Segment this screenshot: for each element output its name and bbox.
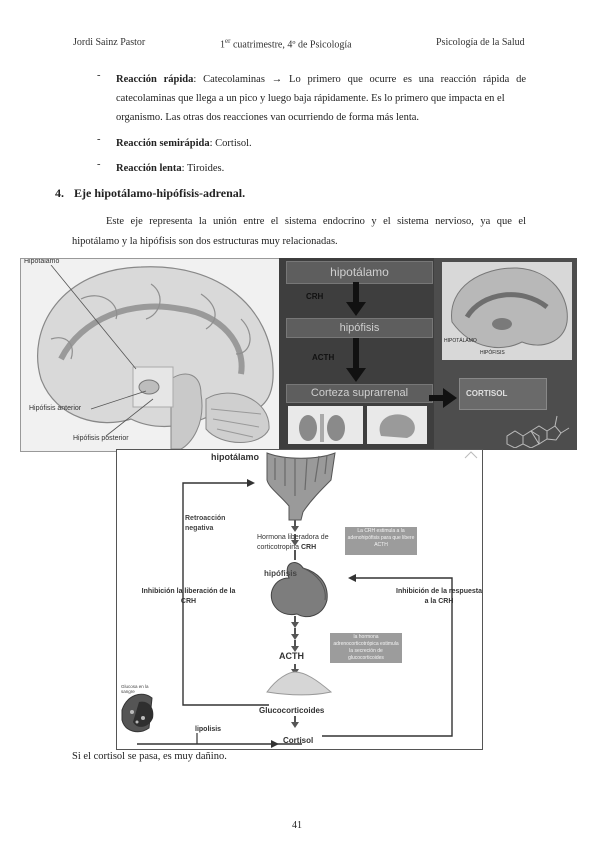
label-crh: CRH xyxy=(306,292,324,301)
brain-illustration xyxy=(21,259,279,451)
inset-label-hipotalamo: HIPOTÁLAMO xyxy=(444,338,477,344)
page-number: 41 xyxy=(292,820,302,831)
figure-brain-sagittal: Hipotálamo Hipófisis anterior Hipófisis … xyxy=(20,258,280,452)
fb-label-acth: ACTH xyxy=(279,651,304,661)
arrow-down-icon xyxy=(346,338,366,382)
bullet-reaccion-semirapida: Reacción semirápida: Cortisol. xyxy=(116,138,252,149)
cortisol-molecule-icon xyxy=(501,408,573,449)
feedback-lines xyxy=(121,451,478,748)
brain-inset: HIPOTÁLAMO HIPÓFISIS xyxy=(442,262,572,360)
kidney-illustration xyxy=(288,406,363,444)
fb-note-crh: La CRH estimula a la adenohipófisis para… xyxy=(345,527,417,555)
label-hipofisis-posterior: Hipófisis posterior xyxy=(73,435,129,442)
fb-label-glucocorticoides: Glucocorticoides xyxy=(259,706,325,715)
bullet-reaccion-rapida-line3: organismo. Las otras dos reacciones van … xyxy=(116,112,420,123)
fb-label-lipolisis: lipolisis xyxy=(195,726,222,733)
label-hipofisis-anterior: Hipófisis anterior xyxy=(29,405,82,412)
fb-label-hipofisis: hipófisis xyxy=(264,569,297,578)
section-heading: 4.Eje hipotálamo-hipófisis-adrenal. xyxy=(55,186,246,200)
bullet-dash: - xyxy=(97,70,101,81)
bullet-reaccion-lenta: Reacción lenta: Tiroides. xyxy=(116,163,225,174)
fb-label-retroaccion: Retroacción negativa xyxy=(185,515,226,532)
inset-label-hipofisis: HIPÓFISIS xyxy=(480,350,505,356)
fb-label-inhibicion-respuesta: Inhibición de la respuesta a la CRH xyxy=(396,588,482,605)
footer-text: Si el cortisol se pasa, es muy dañino. xyxy=(72,751,227,762)
box-cortisol: CORTISOL xyxy=(459,378,547,410)
header-author: Jordi Sainz Pastor xyxy=(73,37,146,48)
bullet-dash: - xyxy=(97,134,101,145)
fb-label-inhibicion-crh: Inhibición la liberación de la CRH xyxy=(141,588,236,605)
box-hipotalamo: hipotálamo xyxy=(286,261,433,284)
bullet-reaccion-rapida-line2: catecolaminas que llega a un pico y lueg… xyxy=(116,93,505,104)
bullet-reaccion-rapida-line1: Reacción rápida: Catecolaminas → Lo prim… xyxy=(116,74,526,85)
adrenal-illustration xyxy=(367,406,427,444)
bullet-dash: - xyxy=(97,159,101,170)
fb-label-hipotalamo: hipotálamo xyxy=(211,452,260,462)
section-paragraph: Este eje representa la unión entre el si… xyxy=(72,216,526,247)
header-course: 1er cuatrimestre, 4º de Psicología xyxy=(220,37,352,51)
fb-label-glucosa: Glucosa en la sangre xyxy=(121,684,149,694)
box-hipofisis: hipófisis xyxy=(286,318,433,338)
label-acth: ACTH xyxy=(312,353,335,362)
arrow-right-icon xyxy=(429,388,457,408)
header-subject: Psicología de la Salud xyxy=(436,37,525,48)
label-hipotalamo: Hipotálamo xyxy=(24,258,60,265)
figure-feedback: hipotálamo Retroacción negativa Hormona … xyxy=(116,449,483,750)
fb-note-acth: la hormona adrenocorticotrópica estimula… xyxy=(330,633,402,663)
fb-label-cortisol: Cortisol xyxy=(283,736,314,745)
arrow-down-icon xyxy=(346,282,366,316)
figure-hpa-axis: hipotálamo CRH hipófisis ACTH Corteza su… xyxy=(279,258,577,450)
box-corteza-suprarrenal: Corteza suprarrenal xyxy=(286,384,433,403)
